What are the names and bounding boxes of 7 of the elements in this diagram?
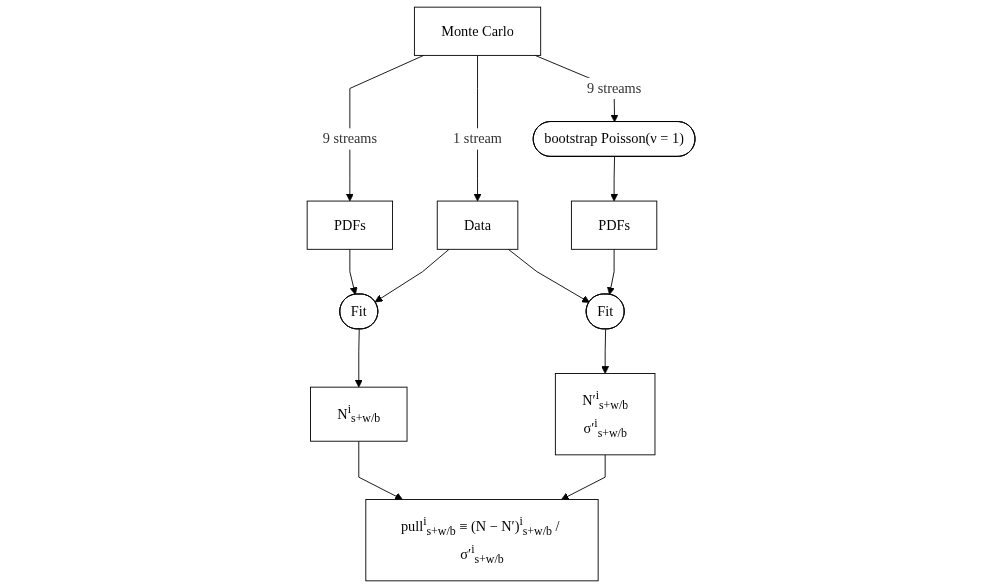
node-box: PDFs [307,200,394,250]
node-box: Monte Carlo [414,6,542,56]
node-box: PDFs [571,200,658,250]
edge-label: 9 streams [323,130,378,147]
node-box: Data [437,200,519,250]
edge-label: 1 stream [453,130,503,147]
edge-label: 9 streams [587,80,642,96]
